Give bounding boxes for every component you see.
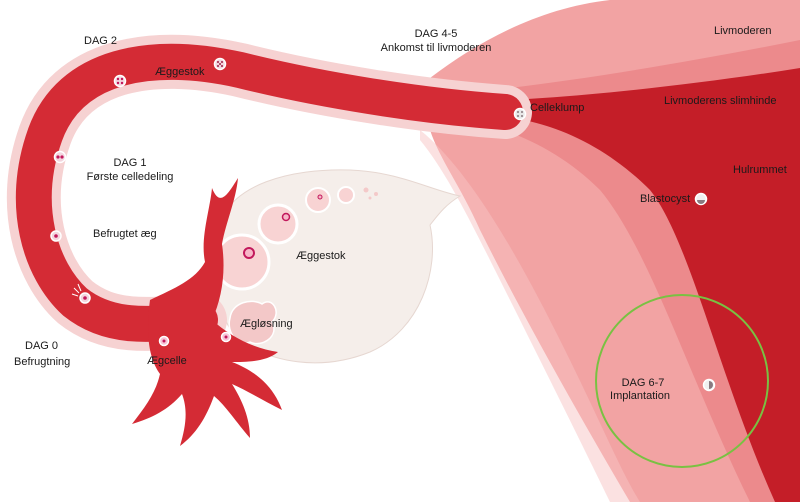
label-befrugtet-aeg: Befrugtet æg	[93, 228, 157, 240]
ovary	[213, 169, 462, 364]
label-dag45-line1: DAG 4-5	[415, 28, 458, 40]
label-dag67-line1: DAG 6-7	[622, 377, 665, 389]
follicle-small	[305, 187, 331, 213]
label-celleklump: Celleklump	[530, 102, 584, 114]
label-aeggestok-ovary: Æggestok	[296, 250, 346, 262]
fertilized-egg-marker	[50, 230, 62, 242]
label-livmoderens-slimhinde: Livmoderens slimhinde	[664, 95, 777, 107]
morula-marker	[513, 107, 527, 121]
label-livmoderen: Livmoderen	[714, 25, 771, 37]
follicle-tiny	[337, 186, 355, 204]
labels: DAG 2 Æggestok DAG 4-5 Ankomst til livmo…	[14, 25, 787, 402]
tube-cluster-marker	[213, 57, 227, 71]
follicle-dot-1	[363, 187, 369, 193]
follicle-medium-egg	[281, 212, 291, 222]
egg-cell-marker	[158, 335, 170, 347]
label-blastocyst: Blastocyst	[640, 193, 690, 205]
uterus-wall-highlight	[420, 130, 640, 502]
label-dag1-line2: Første celledeling	[87, 171, 174, 183]
follicle-dot-2	[374, 192, 378, 196]
tube-body	[15, 43, 523, 342]
ovulation-egg-marker	[220, 331, 232, 343]
label-aegloesning: Ægløsning	[240, 318, 293, 330]
label-aegcelle: Ægcelle	[147, 355, 187, 367]
label-hulrummet: Hulrummet	[733, 164, 787, 176]
follicle-dot-3	[368, 196, 372, 200]
implantation-highlight-circle	[595, 294, 769, 468]
fertilization-marker	[71, 283, 91, 304]
fallopian-tube	[6, 34, 532, 446]
cell-markers	[50, 57, 716, 392]
label-dag67-line2: Implantation	[610, 390, 670, 402]
implantation-marker	[702, 378, 716, 392]
uterus-cavity	[510, 68, 800, 502]
follicle-medium	[257, 203, 299, 245]
label-aeggestok-tube: Æggestok	[155, 66, 205, 78]
day2-cluster-marker	[113, 74, 127, 88]
follicle-small-egg	[317, 194, 323, 200]
label-dag1-line1: DAG 1	[113, 157, 146, 169]
label-dag0-line2: Befrugtning	[14, 356, 70, 368]
tube-fimbriae	[132, 178, 282, 446]
label-dag45-line2: Ankomst til livmoderen	[381, 42, 492, 54]
label-dag0-line1: DAG 0	[25, 340, 58, 352]
blastocyst-marker	[694, 192, 708, 206]
first-division-marker	[53, 150, 67, 164]
label-dag2: DAG 2	[84, 35, 117, 47]
follicle-large-egg	[243, 247, 255, 259]
